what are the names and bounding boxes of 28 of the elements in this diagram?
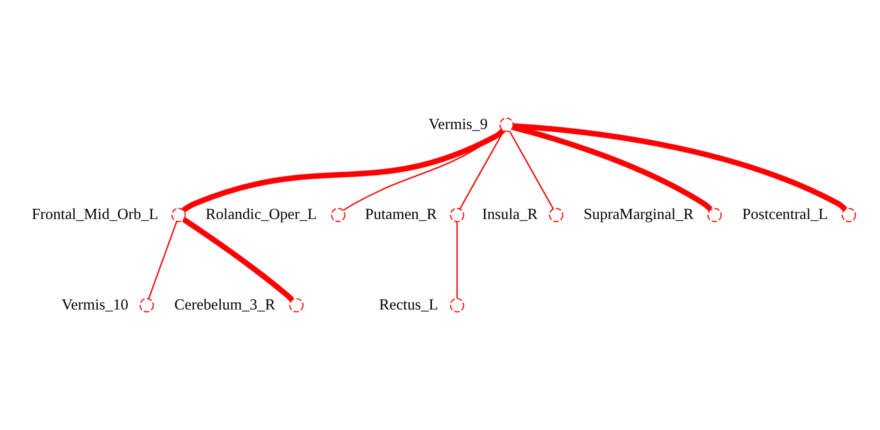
connector (512, 124, 712, 212)
connector (508, 130, 554, 210)
node-circle (171, 208, 186, 222)
connector (513, 123, 848, 212)
node-label: Cerebelum_3_R (174, 296, 276, 314)
connector (459, 130, 504, 210)
node-label: Insula_R (482, 206, 538, 224)
connector (148, 221, 178, 299)
node-circle (707, 208, 722, 222)
node-label: Rectus_L (379, 296, 438, 314)
node-label: SupraMarginal_R (584, 206, 694, 224)
node-circle (289, 298, 304, 312)
connector (182, 217, 294, 302)
node-circle (499, 118, 514, 132)
node-label: Postcentral_L (742, 206, 828, 224)
node-circle (548, 208, 564, 222)
node-circle (450, 298, 464, 312)
connector (182, 128, 505, 213)
node-label: Rolandic_Oper_L (206, 206, 317, 224)
node-circle (331, 208, 346, 222)
node-label: Vermis_9 (428, 116, 488, 133)
connector (456, 222, 458, 298)
node-circle (450, 208, 464, 222)
node-label: Frontal_Mid_Orb_L (32, 206, 158, 224)
node-label: Vermis_10 (62, 296, 128, 314)
node-circle (842, 208, 856, 222)
node-circle (140, 298, 154, 312)
node-label: Putamen_R (365, 206, 437, 224)
